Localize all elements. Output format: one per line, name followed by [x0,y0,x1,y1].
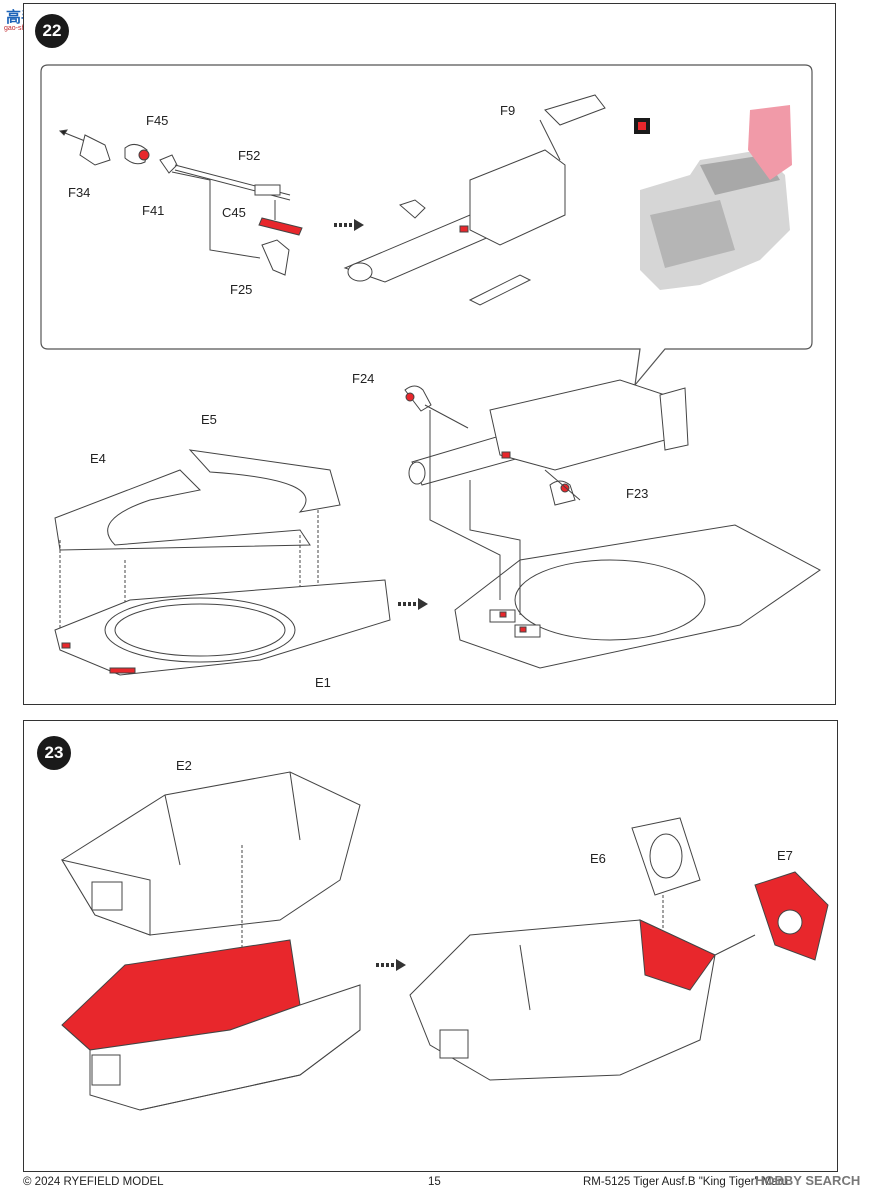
ring-parts-drawing [54,449,391,676]
part-label-f45: F45 [146,113,169,128]
part-label-e4: E4 [90,451,106,466]
part-label-e2: E2 [176,758,192,773]
part-label-e7: E7 [777,848,793,863]
turret-shell-red-drawing [61,939,361,1111]
part-label-f24: F24 [352,371,375,386]
part-label-c45: C45 [222,205,246,220]
gun-assembly-drawing [404,379,689,506]
part-label-f34: F34 [68,185,91,200]
closeup-photo [634,105,792,290]
turret-shell-e2-drawing [60,771,361,970]
step-23-badge: 23 [37,736,71,770]
product-title: RM-5125 Tiger Ausf.B "King Tiger" Maru. [583,1176,792,1188]
step-arrow-2 [398,598,428,610]
part-label-e6: E6 [590,851,606,866]
step-arrow-1 [334,219,364,231]
copyright-text: © 2024 RYEFIELD MODEL [23,1176,164,1188]
part-label-e5: E5 [201,412,217,427]
detail-callout-bubble [40,64,813,387]
part-label-f41: F41 [142,203,165,218]
part-label-f52: F52 [238,148,261,163]
part-label-e1: E1 [315,675,331,690]
gun-subparts-drawing [58,129,303,276]
assembled-turret-base [429,410,821,669]
hobby-search-watermark: HOBBY SEARCH [755,1173,861,1188]
page-number: 15 [428,1176,441,1188]
main-gun-assembly-detail [343,94,606,306]
part-label-f25: F25 [230,282,253,297]
turret-shell-assembled-drawing [409,817,829,1081]
part-label-f9: F9 [500,103,516,118]
step-arrow-3 [376,959,406,971]
part-label-f23: F23 [626,486,649,501]
step-22-badge: 22 [35,14,69,48]
